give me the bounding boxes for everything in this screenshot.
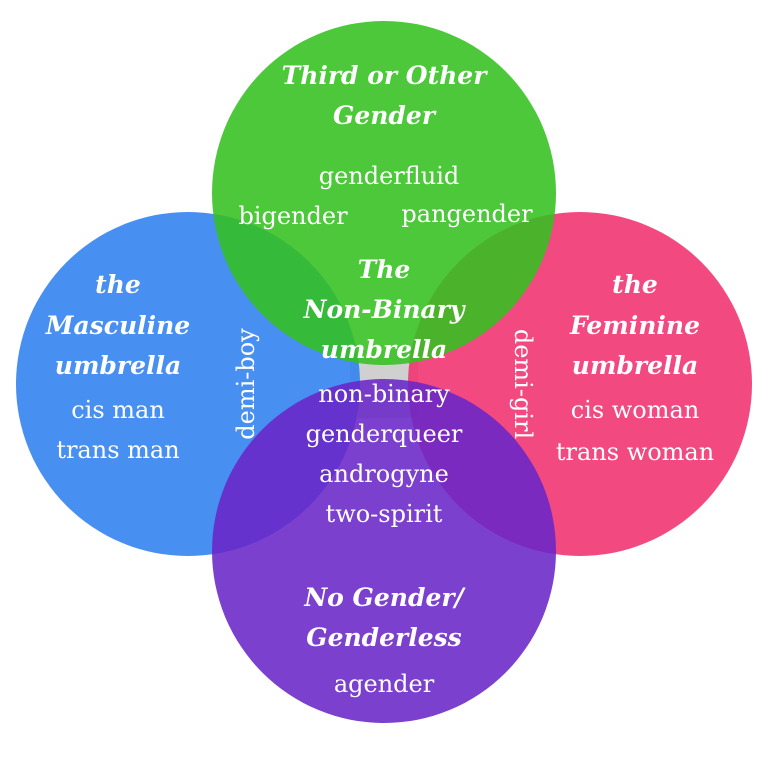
feminine-heading-3: umbrella (572, 351, 698, 380)
term-trans-man: trans man (56, 436, 179, 464)
masculine-heading-2: Masculine (45, 311, 190, 340)
term-trans-woman: trans woman (556, 438, 714, 466)
term-cis-man: cis man (71, 396, 165, 424)
term-non-binary: non-binary (318, 380, 450, 408)
non-binary-heading-2: Non-Binary (303, 295, 466, 324)
term-agender: agender (334, 670, 435, 698)
third-gender-heading-1: Third or Other (282, 61, 489, 90)
term-genderfluid: genderfluid (319, 162, 460, 190)
term-pangender: pangender (401, 200, 533, 228)
term-two-spirit: two-spirit (326, 500, 443, 528)
third-gender-circle (212, 21, 556, 365)
overlap-demi-girl: demi-girl (509, 329, 537, 439)
feminine-heading-2: Feminine (569, 311, 700, 340)
non-binary-heading-1: The (358, 255, 411, 284)
term-genderqueer: genderqueer (306, 420, 463, 448)
no-gender-heading-2: Genderless (306, 623, 462, 652)
masculine-heading-3: umbrella (55, 351, 181, 380)
masculine-heading-1: the (95, 270, 141, 299)
no-gender-heading-1: No Gender/ (303, 583, 466, 612)
term-androgyne: androgyne (319, 460, 449, 488)
overlap-demi-boy: demi-boy (232, 328, 260, 440)
no-gender-circle (212, 379, 556, 723)
term-bigender: bigender (238, 202, 348, 230)
term-cis-woman: cis woman (571, 396, 700, 424)
feminine-heading-1: the (612, 270, 658, 299)
third-gender-heading-2: Gender (333, 101, 437, 130)
non-binary-heading-3: umbrella (321, 335, 447, 364)
